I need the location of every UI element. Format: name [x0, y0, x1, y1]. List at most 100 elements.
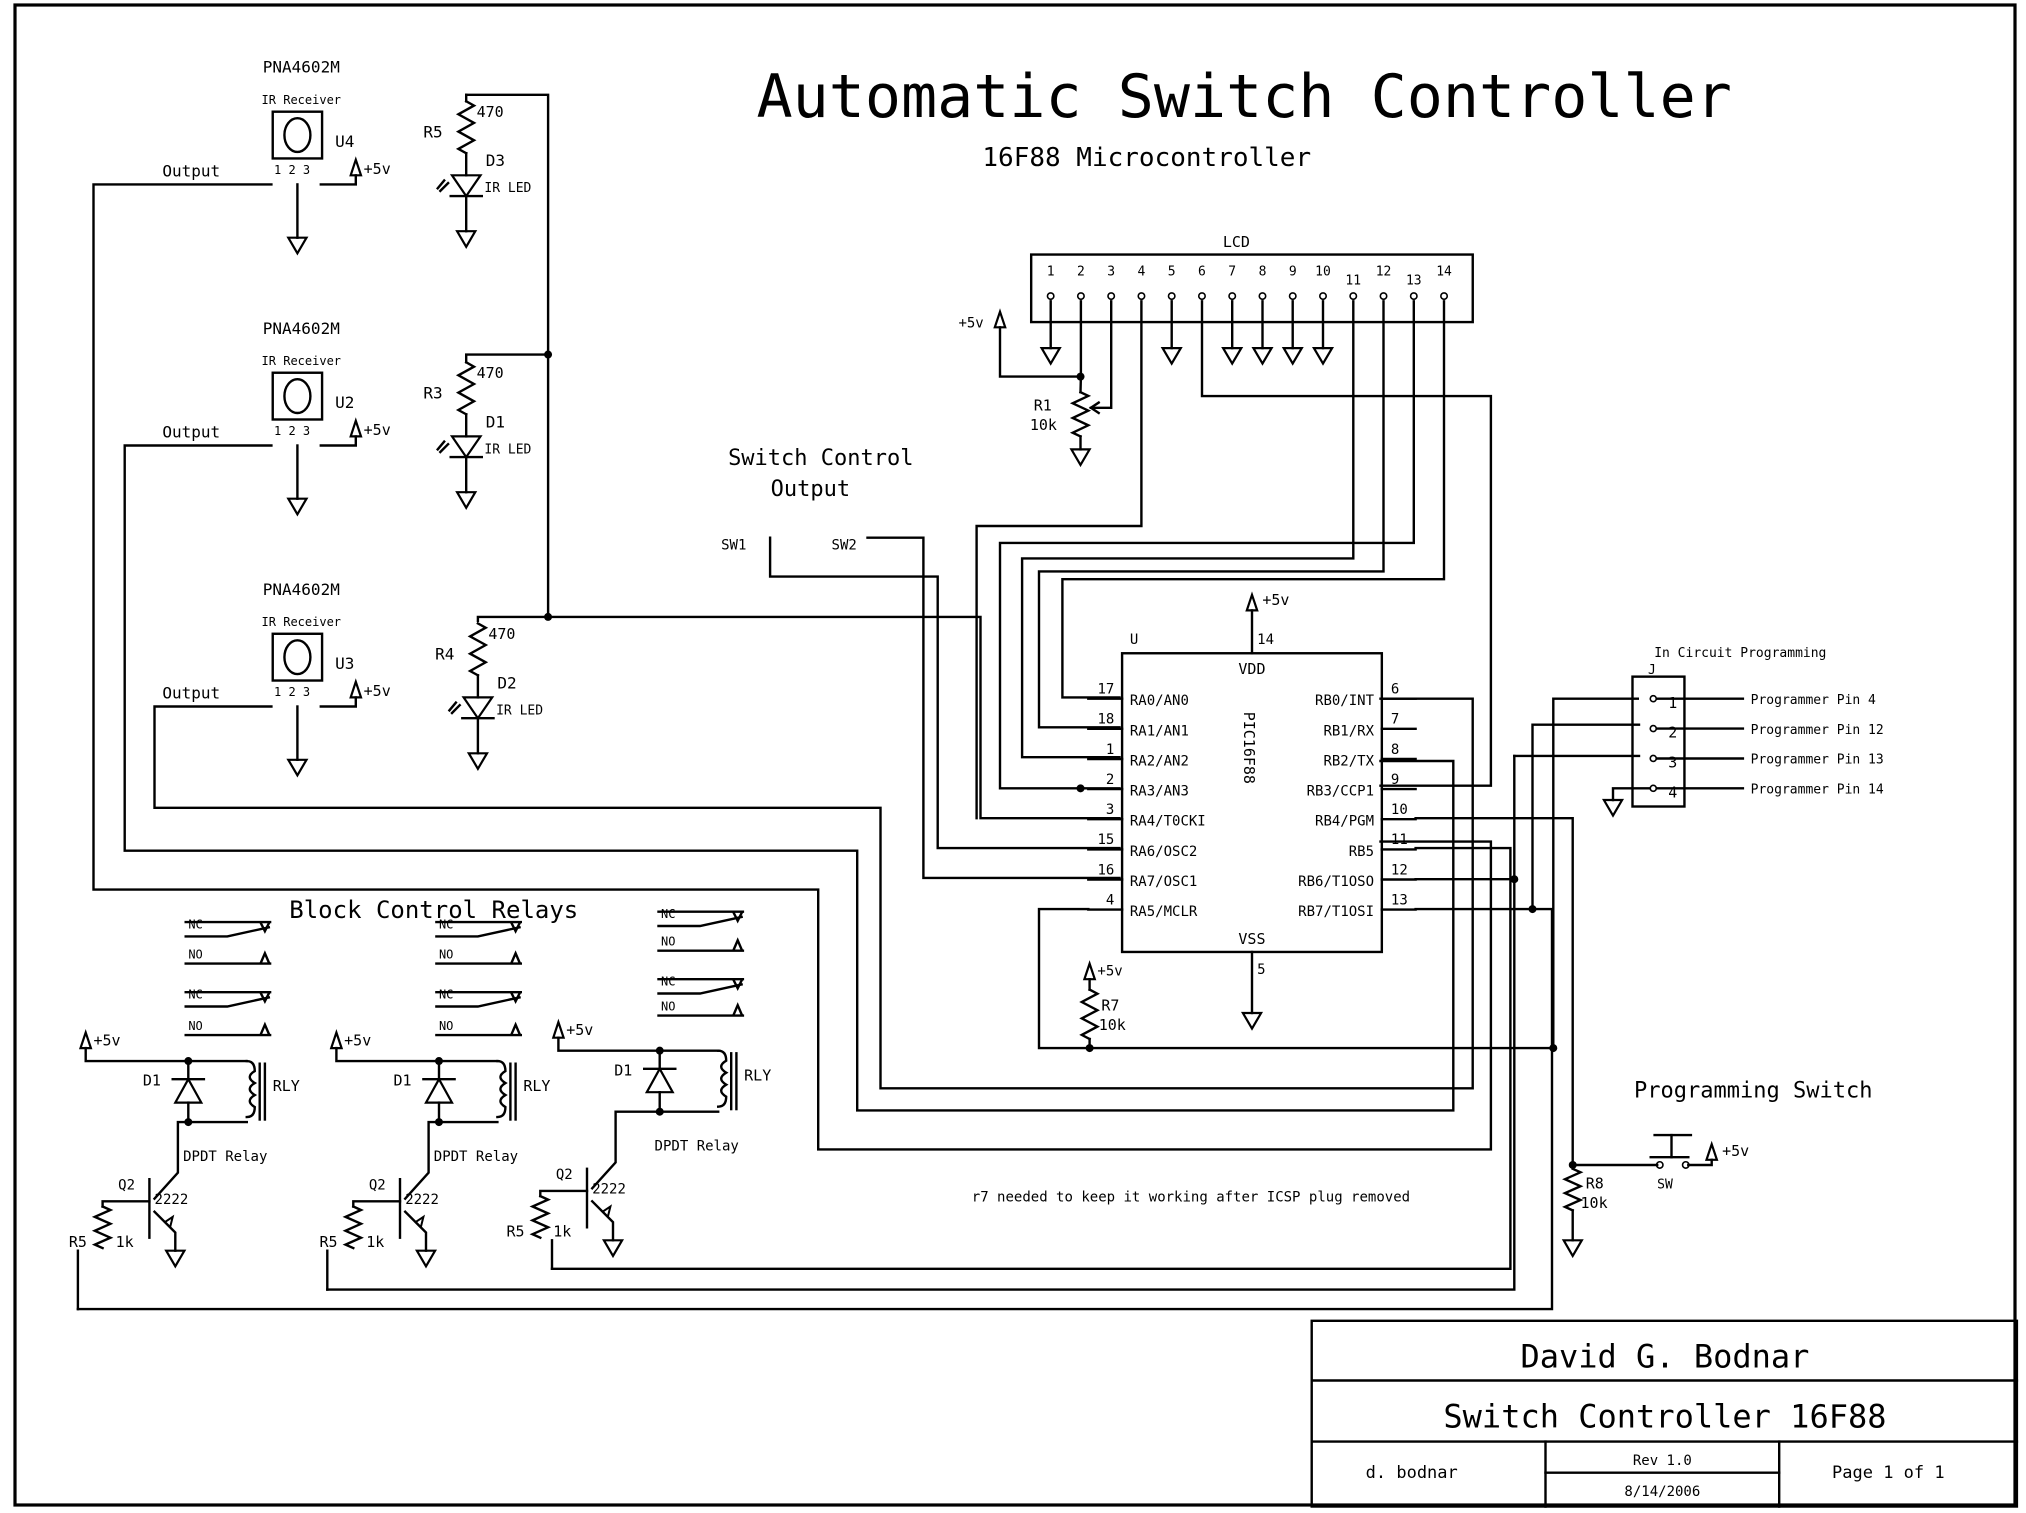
ground-icon — [1221, 347, 1244, 366]
flyback-diode-icon — [173, 1076, 204, 1104]
ground-icon — [286, 497, 309, 517]
mcu-pin-name: RA5/MCLR — [1130, 904, 1198, 920]
relay-nc-label: NC — [661, 907, 675, 921]
supply-label: +5v — [958, 315, 983, 331]
led-resistor-icon — [455, 99, 477, 155]
relay-nc-label: NC — [188, 918, 202, 932]
ground-icon — [466, 752, 489, 771]
ir-receiver-output-label: Output — [162, 684, 220, 703]
ir-u4-output-wire — [92, 183, 1493, 1151]
potentiometer-icon — [1069, 390, 1092, 438]
led-desc: IR LED — [496, 703, 543, 718]
relay-nc-label: NC — [439, 918, 453, 932]
lcd-pin-icon — [1288, 292, 1297, 301]
mcu-pin-number: 8 — [1391, 742, 1399, 758]
r7-ref: R7 — [1101, 996, 1119, 1014]
supply-arrow-icon — [349, 417, 363, 438]
ir-receiver-output-label: Output — [162, 423, 220, 442]
mcu-vss-label: VSS — [1238, 930, 1265, 948]
switch-output-title: Switch Control — [728, 446, 913, 471]
mcu-pin-number: 1 — [1106, 742, 1114, 758]
led-resistor-ref: R5 — [423, 123, 442, 142]
ir-sensor-icon — [283, 639, 312, 676]
mcu-pin-name: RA1/AN1 — [1130, 723, 1189, 739]
led-ref: D1 — [486, 412, 505, 431]
mcu-pin-name: RB1/RX — [1323, 723, 1374, 739]
mcu-pin-number: 11 — [1391, 832, 1408, 848]
mcu-pin-name: RA3/AN3 — [1130, 784, 1189, 800]
rb5-relay3-wire — [550, 846, 1512, 1271]
icsp-pin-icon — [1649, 784, 1658, 793]
base-resistor-value: 1k — [553, 1222, 571, 1240]
ground-icon — [601, 1239, 625, 1259]
lcd-pin12-wire — [1037, 300, 1385, 729]
contact-icon — [259, 950, 271, 964]
icsp-pin-label: Programmer Pin 12 — [1751, 723, 1884, 738]
supply-arrow-icon — [551, 1018, 566, 1039]
led-ray — [436, 178, 446, 190]
sw2-wire — [866, 536, 1121, 880]
transistor-ref: Q2 — [556, 1167, 573, 1183]
relay-ref: RLY — [523, 1077, 550, 1095]
icsp-pin-number: 4 — [1668, 783, 1677, 801]
wire — [319, 696, 357, 708]
r7-resistor-icon — [1079, 987, 1100, 1041]
lcd-pin-number: 9 — [1289, 264, 1297, 279]
icsp-title: In Circuit Programming — [1654, 646, 1826, 661]
title-block — [1310, 1319, 2019, 1508]
junction-dot — [544, 350, 553, 359]
title-block-drawn-by: d. bodnar — [1366, 1463, 1458, 1483]
ir-led-icon — [449, 174, 483, 199]
mcu-pin-number: 16 — [1097, 862, 1114, 878]
lcd-pin-number: 3 — [1107, 264, 1115, 279]
lcd-pin-number: 12 — [1376, 264, 1392, 279]
wire — [657, 982, 744, 995]
pic16f88-body — [1120, 652, 1384, 954]
mclr-wire — [1037, 907, 1555, 1050]
sheet-border — [13, 3, 2017, 1507]
flyback-diode-icon — [644, 1066, 675, 1094]
led-bus-wire — [465, 93, 550, 622]
mcu-ref: U — [1130, 632, 1138, 648]
lcd-pin-icon — [1107, 292, 1116, 301]
mcu-pin-name: RB6/T1OSO — [1298, 874, 1374, 890]
base-resistor-icon — [529, 1194, 552, 1240]
ground-icon — [1160, 347, 1183, 366]
ir-receiver-ref: U2 — [335, 393, 354, 412]
ground-icon — [455, 491, 478, 510]
wiper-arrow-icon — [1088, 400, 1101, 415]
wire — [998, 326, 1082, 378]
wire — [352, 1200, 402, 1208]
contact-icon — [510, 991, 522, 1004]
wire — [1089, 300, 1113, 409]
lcd-pin-number: 2 — [1077, 264, 1085, 279]
ir-receiver-desc: IR Receiver — [262, 615, 341, 629]
icsp-pin-label: Programmer Pin 13 — [1751, 753, 1884, 768]
transistor-ref: Q2 — [118, 1178, 135, 1194]
ir-receiver-desc: IR Receiver — [262, 354, 341, 368]
lcd-pin-number: 10 — [1315, 264, 1331, 279]
relay-desc: DPDT Relay — [434, 1149, 518, 1165]
sw1-wire — [768, 536, 1121, 850]
relay-no-label: NO — [661, 934, 675, 948]
lcd-pin4-wire — [975, 300, 1143, 820]
junction-dot — [544, 612, 553, 621]
ir-receiver-desc: IR Receiver — [262, 93, 341, 107]
led-resistor-icon — [467, 621, 489, 677]
mcu-pin-number: 3 — [1106, 802, 1114, 818]
contact-icon — [732, 911, 744, 924]
ground-icon — [1251, 347, 1274, 366]
icsp-pin-number: 1 — [1668, 694, 1677, 712]
schematic-subtitle: 16F88 Microcontroller — [982, 143, 1311, 173]
contact-icon — [732, 978, 744, 991]
wire — [465, 353, 550, 364]
led-desc: IR LED — [484, 442, 531, 457]
supply-label: +5v — [1722, 1142, 1749, 1160]
contact-icon — [259, 1021, 271, 1036]
relay-diode-ref: D1 — [143, 1072, 161, 1090]
supply-label: +5v — [364, 682, 391, 700]
wire — [435, 925, 521, 938]
lcd-pin14-wire — [1061, 300, 1446, 699]
lcd-pin-number: 7 — [1228, 264, 1236, 279]
icsp-pin-icon — [1649, 754, 1658, 763]
